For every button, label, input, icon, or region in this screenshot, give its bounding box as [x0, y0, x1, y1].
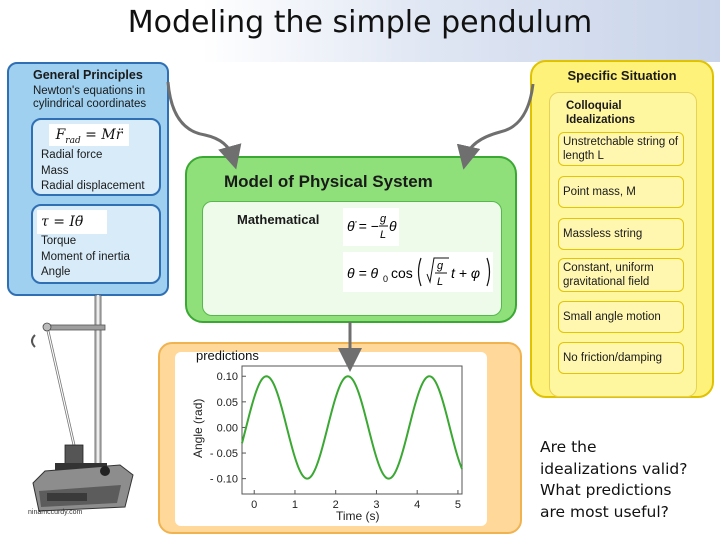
- equation-solution: θ = θ 0 cos g L t + φ: [343, 252, 493, 292]
- idealization-item: Massless string: [558, 218, 684, 250]
- idealization-item: No friction/damping: [558, 342, 684, 374]
- idealizations-subheader-line: Colloquial: [566, 100, 622, 112]
- svg-text:0: 0: [383, 274, 388, 284]
- svg-text:θ = θ: θ = θ: [347, 265, 379, 281]
- idealizations-subheader: Colloquial Idealizations: [566, 99, 635, 127]
- idealization-item: Constant, uniform gravitational field: [558, 258, 684, 292]
- y-tick-label: 0.05: [217, 397, 238, 409]
- svg-text:t + φ: t + φ: [451, 265, 480, 281]
- equation-motion: θ̈ = − g L θ: [343, 208, 399, 246]
- radial-terms: Radial force Mass Radial displacement: [41, 148, 145, 195]
- arrow-situation-to-model: [456, 83, 535, 170]
- x-tick-label: 1: [292, 499, 298, 511]
- question-text: Are the idealizations valid? What predic…: [540, 437, 718, 523]
- question-line: Are the: [540, 438, 597, 456]
- x-axis-label: Time (s): [336, 509, 380, 523]
- torque-term: Torque: [41, 235, 77, 247]
- photo-credit: ninamccurdy.com: [28, 509, 83, 516]
- idealization-item: Unstretchable string of length L: [558, 132, 684, 166]
- x-tick-label: 4: [414, 499, 420, 511]
- model-header: Model of Physical System: [224, 172, 433, 191]
- svg-text:g: g: [380, 213, 387, 225]
- idealization-item: Point mass, M: [558, 176, 684, 208]
- y-tick-label: 0.00: [217, 422, 238, 434]
- radial-term: Radial displacement: [41, 180, 145, 192]
- torque-terms: Torque Moment of inertia Angle: [41, 234, 130, 281]
- y-tick-label: 0.10: [217, 371, 238, 383]
- torque-equation-card: τ = Iθ̈ Torque Moment of inertia Angle: [31, 204, 161, 284]
- radial-term: Radial force: [41, 149, 103, 161]
- svg-text:θ: θ: [389, 218, 397, 234]
- predictions-label: predictions: [196, 348, 259, 363]
- slide-title: Modeling the simple pendulum: [127, 5, 593, 40]
- x-tick-label: 5: [455, 499, 461, 511]
- arrow-principles-to-model: [166, 81, 242, 170]
- question-line: What predictions: [540, 481, 672, 499]
- angle-series-line: [241, 375, 463, 480]
- x-tick-label: 2: [333, 499, 339, 511]
- y-tick-label: - 0.05: [210, 448, 238, 460]
- torque-term: Angle: [41, 266, 71, 278]
- model-panel: Model of Physical System Mathematical θ̈…: [185, 156, 517, 323]
- question-line: idealizations valid?: [540, 459, 688, 478]
- idealization-item: Small angle motion: [558, 301, 684, 333]
- title-band: [0, 0, 720, 62]
- general-principles-panel: General Principles Newton's equations in…: [7, 62, 169, 296]
- radial-equation: Frad = Mr̈: [55, 127, 123, 146]
- specific-situation-header: Specific Situation: [567, 68, 677, 83]
- torque-equation: τ = Iθ̈: [41, 214, 84, 230]
- y-tick-label: - 0.10: [210, 474, 238, 486]
- mathematical-box: Mathematical θ̈ = − g L θ θ = θ 0 cos g …: [202, 201, 502, 316]
- x-tick-label: 0: [251, 499, 257, 511]
- question-line: are most useful?: [540, 502, 669, 521]
- general-principles-header: General Principles: [33, 68, 143, 82]
- x-tick-label: 3: [373, 499, 379, 511]
- svg-text:g: g: [437, 260, 444, 272]
- svg-text:cos: cos: [391, 265, 413, 281]
- idealizations-subheader-line: Idealizations: [566, 114, 636, 126]
- radial-equation-card: Frad = Mr̈ Radial force Mass Radial disp…: [31, 118, 161, 196]
- svg-text:θ̈ = −: θ̈ = −: [347, 218, 379, 234]
- y-axis-label: Angle (rad): [191, 399, 205, 458]
- plot-frame: [241, 365, 463, 495]
- radial-term: Mass: [41, 164, 69, 177]
- general-principles-subheader: Newton's equations in cylindrical coordi…: [33, 85, 147, 110]
- svg-text:L: L: [437, 276, 443, 288]
- torque-term: Moment of inertia: [41, 250, 130, 263]
- svg-text:L: L: [380, 229, 386, 241]
- pendulum-apparatus-image: [31, 295, 134, 512]
- mathematical-label: Mathematical: [237, 212, 320, 227]
- angle-time-chart: 0.10 0.05 0.00 - 0.05 - 0.10 0 1 2 3 4 5 Angle (r…: [191, 365, 463, 523]
